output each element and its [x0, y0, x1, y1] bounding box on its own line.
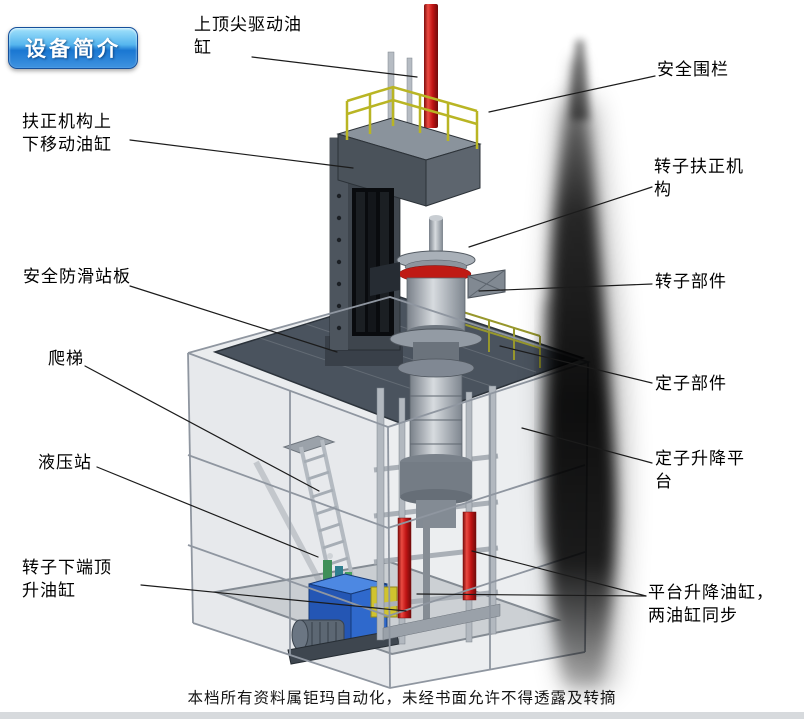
leader-stator-component	[499, 345, 653, 384]
leader-rotor-centering	[468, 186, 653, 248]
bottom-edge-strip	[0, 712, 804, 719]
guide-rod	[423, 520, 430, 622]
leader-platform-lift-2	[416, 593, 647, 597]
leader-top-tip-cylinder	[251, 56, 418, 78]
leader-hydraulic-station	[96, 466, 319, 558]
leader-rotor-jack-cylinder	[140, 584, 407, 612]
press-frame	[325, 117, 482, 366]
smoke-shadow	[539, 40, 627, 690]
inner-brace	[253, 460, 325, 588]
head-box-side	[425, 143, 481, 207]
leader-ladder	[84, 365, 320, 492]
label-rotor-centering: 转子扶正机 构	[654, 157, 744, 199]
platform-lift-cylinder-right	[462, 511, 477, 601]
leader-rotor-component	[478, 283, 653, 292]
label-top-tip-drive-cylinder: 上顶尖驱动油 缸	[194, 15, 302, 57]
label-stator-lift-platform: 定子升降平 台	[655, 449, 745, 491]
stator-lift-assembly	[373, 371, 501, 645]
label-anti-slip-plate: 安全防滑站板	[23, 267, 131, 286]
leader-stator-lift-platform	[521, 427, 653, 464]
leader-lines	[84, 56, 656, 612]
label-ladder: 爬梯	[48, 349, 84, 368]
label-platform-lift-cylinders: 平台升降油缸， 两油缸同步	[648, 583, 774, 625]
leader-platform-lift-1	[471, 550, 647, 597]
stator-cylinder	[409, 371, 463, 461]
label-stator-component: 定子部件	[655, 374, 727, 393]
confidentiality-notice: 本档所有资料属钜玛自动化，未经书面允许不得透露及转摘	[187, 690, 617, 707]
label-centering-cylinder: 扶正机构上 下移动油缸	[22, 112, 112, 154]
label-rotor-component: 转子部件	[655, 272, 727, 291]
label-hydraulic-station: 液压站	[38, 453, 92, 472]
label-safety-fence: 安全围栏	[657, 60, 729, 79]
leader-centering-cylinder	[129, 139, 354, 169]
title-badge: 设备简介	[8, 27, 138, 69]
leader-anti-slip-plate	[129, 285, 338, 353]
label-rotor-jack-cylinder: 转子下端顶 升油缸	[22, 558, 112, 600]
platform-lift-cylinder-left	[397, 517, 412, 619]
leader-safety-fence	[488, 75, 656, 113]
head-safety-railing	[345, 85, 479, 149]
rotor-assembly	[370, 215, 506, 378]
left-clamp	[370, 262, 400, 296]
